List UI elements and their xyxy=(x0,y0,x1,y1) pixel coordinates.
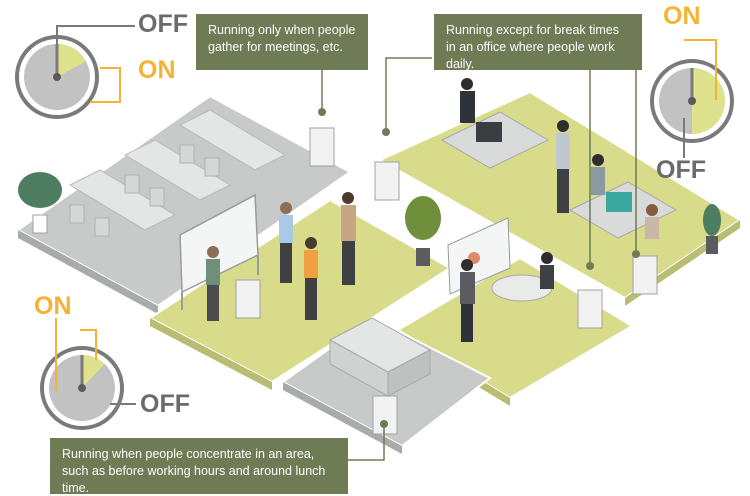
dial-bottom-left xyxy=(40,318,136,430)
purifier-lounge xyxy=(577,289,603,329)
dial-bottom-left-on-label: ON xyxy=(34,292,72,320)
monitor xyxy=(476,122,502,142)
callout-concentrate: Running when people concentrate in an ar… xyxy=(50,438,348,495)
callout-meetings: Running only when people gather for meet… xyxy=(196,14,368,70)
office-desks xyxy=(440,111,678,239)
person xyxy=(540,252,554,289)
monitor-teal xyxy=(606,192,632,212)
whiteboard xyxy=(179,193,259,310)
person xyxy=(591,154,605,195)
dial-top-right-on-label: ON xyxy=(663,2,701,30)
person xyxy=(279,202,293,283)
central-floor-edge xyxy=(150,318,272,390)
kitchen-counter xyxy=(328,317,432,397)
plants xyxy=(18,172,721,266)
person xyxy=(206,246,220,321)
people xyxy=(206,78,659,342)
person xyxy=(341,192,356,285)
dial-top-right xyxy=(650,39,734,158)
purifier-kitchen xyxy=(372,395,398,435)
dial-top-left-off-label: OFF xyxy=(138,10,188,38)
callout-office: Running except for break times in an off… xyxy=(434,14,642,71)
dial-on-wedge xyxy=(57,44,86,77)
purifier-central xyxy=(235,279,261,319)
dial-top-left xyxy=(15,25,135,119)
dial-bottom-left-off-label: OFF xyxy=(140,390,190,418)
person xyxy=(460,259,475,342)
person xyxy=(645,204,659,239)
kitchen-floor-edge xyxy=(283,382,402,454)
person xyxy=(304,237,318,320)
purifier-office xyxy=(374,161,400,201)
dial-on-wedge xyxy=(82,355,105,388)
meeting-chairs xyxy=(69,144,220,237)
connector-lines xyxy=(318,57,640,461)
person xyxy=(460,78,475,123)
person xyxy=(556,120,570,213)
meeting-desks xyxy=(68,109,287,231)
purifier-office-right xyxy=(632,255,658,295)
meeting-room-floor-edge xyxy=(18,230,158,314)
purifier-meeting xyxy=(309,127,335,167)
dial-top-left-on-label: ON xyxy=(138,56,176,84)
dial-top-right-off-label: OFF xyxy=(656,156,706,184)
air-purifier-units xyxy=(235,127,658,435)
